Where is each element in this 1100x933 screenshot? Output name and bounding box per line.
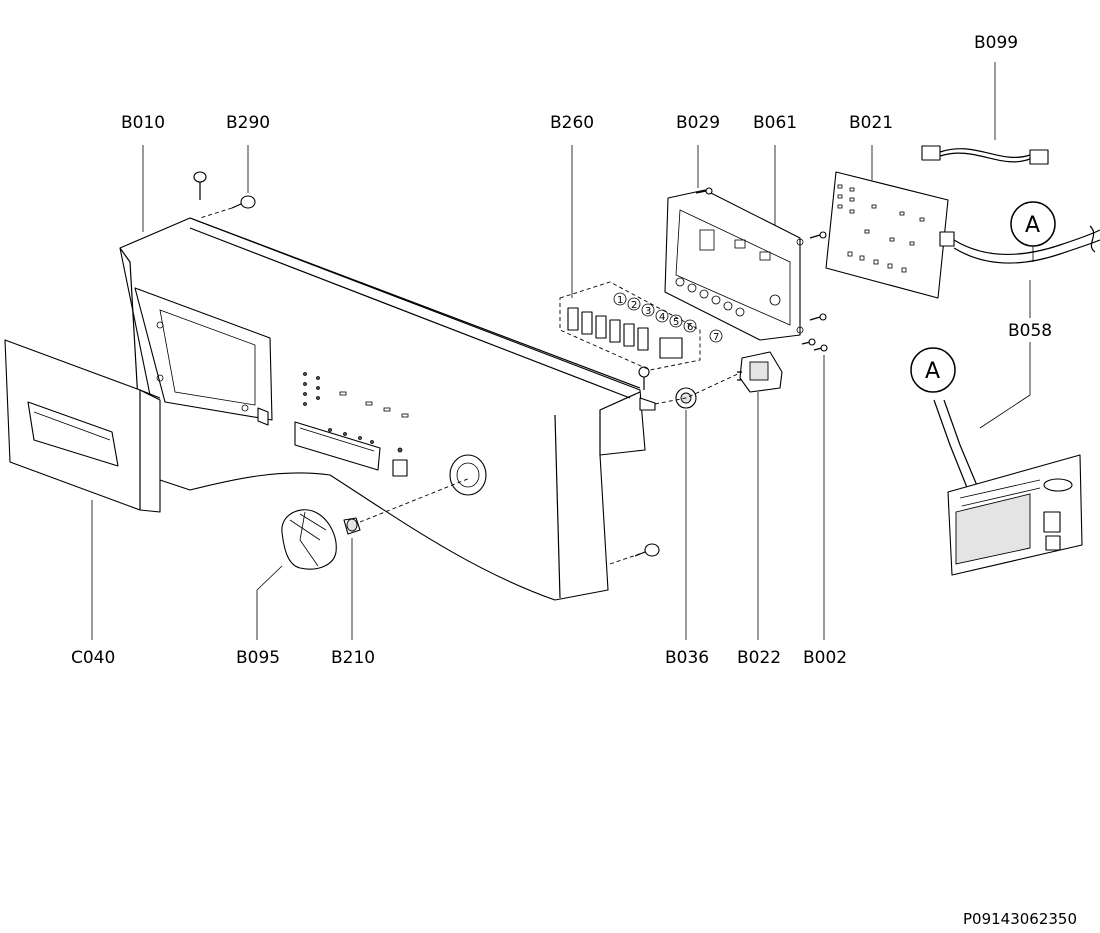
panel-led-dots [303,372,409,453]
label-b022: B022 [737,648,781,668]
wire-harness-b099 [921,145,1049,165]
switch-b022 [737,351,783,393]
push-buttons-b260 [559,281,701,371]
frame-b061 [664,189,804,341]
button-number: 1 [617,295,623,306]
button-number: 2 [631,300,637,311]
knob-insert-b210 [343,517,361,535]
assembly-lines [199,207,743,565]
button-number: 6 [687,322,693,333]
button-number: 4 [659,312,665,323]
drawer-handle-c040 [4,339,161,513]
pcb-b021 [825,171,955,299]
screws-b029-b002 [695,187,828,352]
small-screws [193,171,660,557]
label-b061: B061 [753,113,797,133]
connector-mark-top: A [1010,201,1056,247]
figure-code: P09143062350 [963,910,1077,928]
label-b290: B290 [226,113,270,133]
label-b058: B058 [1008,321,1052,341]
cable-b058-upper [953,225,1100,264]
label-b021: B021 [849,113,893,133]
leader-lines [91,62,1034,640]
label-b029: B029 [676,113,720,133]
button-number-markers: 1 2 3 4 5 6 7 [613,292,723,343]
control-panel-housing [119,217,656,601]
program-knob-b095 [281,509,337,570]
button-number: 3 [645,306,651,317]
label-b036: B036 [665,648,709,668]
connector-mark-bottom: A [910,347,956,393]
label-b210: B210 [331,648,375,668]
connector-letter: A [925,359,940,384]
label-b099: B099 [974,33,1018,53]
label-b002: B002 [803,648,847,668]
connector-letter: A [1025,213,1040,238]
button-number: 5 [673,317,679,328]
label-b010: B010 [121,113,165,133]
main-board-assembly [933,399,1083,576]
label-b095: B095 [236,648,280,668]
label-c040: C040 [71,648,115,668]
button-number: 7 [713,332,719,343]
label-b260: B260 [550,113,594,133]
